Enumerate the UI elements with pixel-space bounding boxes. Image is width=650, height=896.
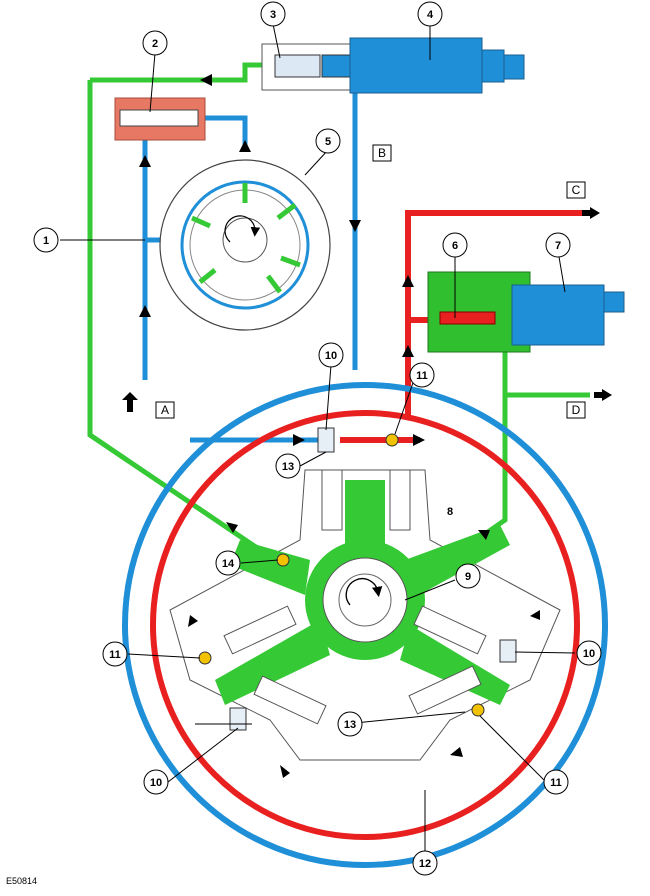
flow-arrows xyxy=(122,74,612,778)
port-label-b: B xyxy=(372,144,392,162)
callout-2: 2 xyxy=(142,30,168,56)
callout-14: 14 xyxy=(215,550,241,576)
svg-text:11: 11 xyxy=(550,777,562,789)
callout-8: 8 xyxy=(447,506,453,518)
callout-13-top: 13 xyxy=(275,453,301,479)
svg-text:13: 13 xyxy=(344,719,356,731)
return-valve xyxy=(276,553,290,567)
svg-text:11: 11 xyxy=(416,370,428,382)
high-pressure-pump xyxy=(122,382,608,868)
port-label-c: C xyxy=(566,181,586,199)
svg-text:2: 2 xyxy=(152,38,158,50)
svg-text:B: B xyxy=(378,146,386,160)
callout-10-right: 10 xyxy=(576,640,602,666)
callout-13-bottom: 13 xyxy=(337,711,363,737)
high-pressure-ring xyxy=(150,410,580,840)
svg-text:10: 10 xyxy=(150,777,162,789)
callout-1: 1 xyxy=(33,227,59,253)
svg-text:12: 12 xyxy=(419,858,431,870)
svg-text:14: 14 xyxy=(222,558,235,570)
svg-text:7: 7 xyxy=(555,240,561,252)
solenoid-actuator xyxy=(349,37,483,94)
pressure-control-valve-spool xyxy=(274,54,321,78)
callout-7: 7 xyxy=(545,232,571,258)
svg-text:4: 4 xyxy=(427,9,434,21)
svg-text:11: 11 xyxy=(109,649,121,661)
outlet-valve xyxy=(198,651,212,665)
svg-text:10: 10 xyxy=(583,648,595,660)
svg-text:1: 1 xyxy=(43,235,49,247)
callout-10-left: 10 xyxy=(143,769,169,795)
callout-4: 4 xyxy=(417,1,443,27)
inlet-valve xyxy=(317,427,335,453)
svg-text:13: 13 xyxy=(282,461,294,473)
port-label-a: A xyxy=(155,401,175,419)
callout-11-top: 11 xyxy=(409,362,435,388)
svg-text:D: D xyxy=(572,403,581,417)
callout-6: 6 xyxy=(442,232,468,258)
callout-3: 3 xyxy=(260,1,286,27)
svg-text:9: 9 xyxy=(465,571,471,583)
callout-10-top: 10 xyxy=(318,342,344,368)
svg-text:6: 6 xyxy=(452,240,458,252)
inlet-valve xyxy=(229,707,247,731)
transfer-pump xyxy=(159,159,331,331)
callout-5: 5 xyxy=(315,128,341,154)
svg-text:10: 10 xyxy=(325,350,337,362)
svg-text:C: C xyxy=(572,183,581,197)
callout-12: 12 xyxy=(412,850,438,876)
metering-solenid xyxy=(511,284,605,346)
outer-supply-ring xyxy=(122,382,608,868)
outlet-valve xyxy=(385,433,399,447)
svg-text:3: 3 xyxy=(270,9,276,21)
svg-text:A: A xyxy=(161,403,169,417)
figure-reference: E50814 xyxy=(6,876,37,886)
port-label-d: D xyxy=(566,401,586,419)
callout-9: 9 xyxy=(455,563,481,589)
callout-11-left: 11 xyxy=(102,641,128,667)
callout-11-right: 11 xyxy=(543,769,569,795)
svg-text:5: 5 xyxy=(325,136,331,148)
inlet-valve xyxy=(499,639,517,663)
return-lines xyxy=(87,62,590,563)
svg-text:8: 8 xyxy=(447,506,453,518)
outlet-valve xyxy=(471,703,485,717)
